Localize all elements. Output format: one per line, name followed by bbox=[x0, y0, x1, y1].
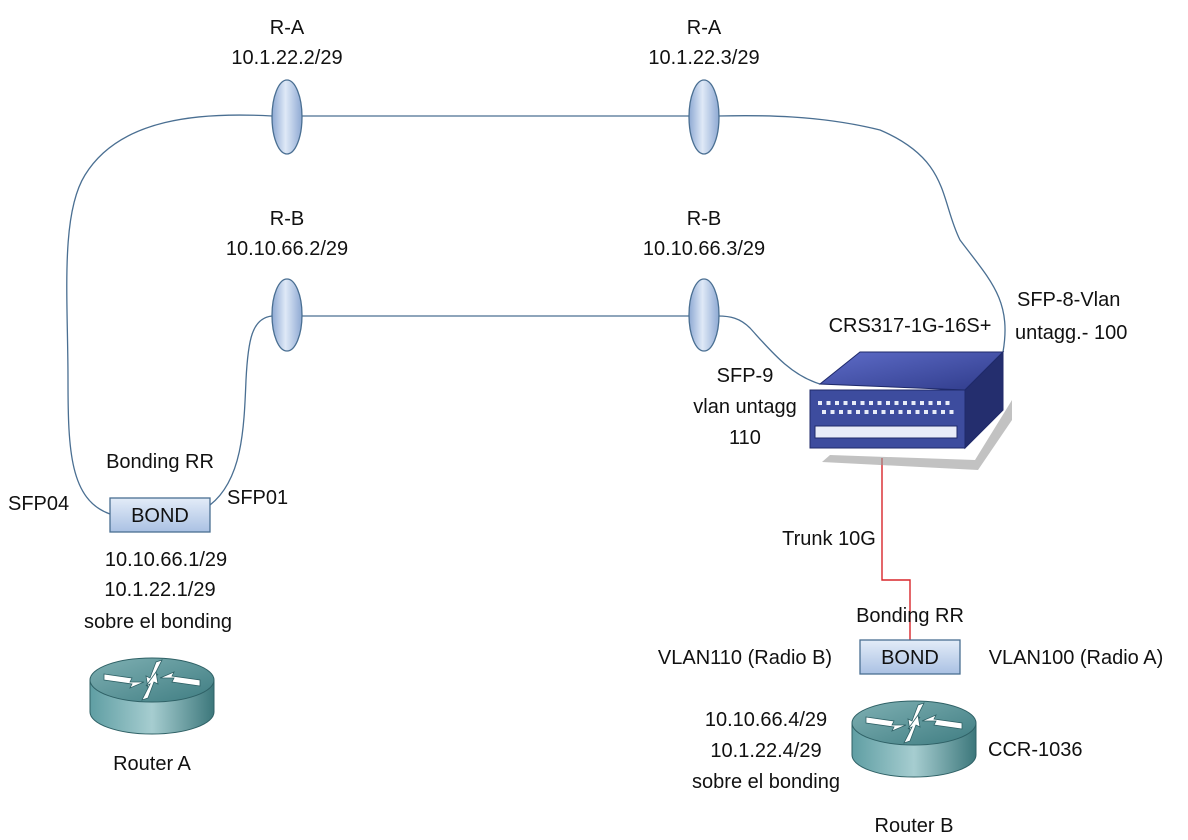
trunk-link bbox=[881, 458, 911, 640]
switch-port-led bbox=[898, 410, 903, 414]
switch-port-led bbox=[881, 410, 886, 414]
radio-ra-left-ip: 10.1.22.2/29 bbox=[231, 47, 342, 69]
switch-port-led bbox=[843, 401, 848, 405]
router-b-model: CCR-1036 bbox=[988, 739, 1082, 761]
link-ra-to-switch bbox=[717, 114, 1006, 353]
switch-port-led bbox=[907, 410, 911, 414]
router-b-ip-2: 10.1.22.4/29 bbox=[710, 740, 821, 762]
router-b-icon[interactable] bbox=[851, 700, 977, 778]
radio-rb-right-name: R-B bbox=[687, 208, 721, 230]
router-a-bond-box[interactable] bbox=[109, 497, 211, 533]
router-b-vlan-110: VLAN110 (Radio B) bbox=[658, 647, 832, 669]
switch-port-led bbox=[822, 410, 826, 414]
router-a-icon[interactable] bbox=[89, 657, 215, 735]
router-a-port-sfp04: SFP04 bbox=[8, 493, 69, 515]
router-b-vlan-100: VLAN100 (Radio A) bbox=[989, 647, 1164, 669]
router-b-bond-box[interactable] bbox=[859, 639, 961, 675]
router-a-bond-label: BOND bbox=[131, 505, 189, 527]
radio-rb-left[interactable] bbox=[271, 278, 303, 352]
switch-port-led bbox=[890, 410, 894, 414]
router-b-ip-note: sobre el bonding bbox=[692, 771, 840, 793]
switch-port-led bbox=[852, 401, 856, 405]
link-ra-to-router-a bbox=[66, 114, 273, 515]
switch-port-led bbox=[835, 401, 839, 405]
link-rb-to-router-a bbox=[209, 315, 273, 506]
link-rb-to-switch bbox=[717, 315, 821, 385]
router-b-ip-1: 10.10.66.4/29 bbox=[705, 709, 827, 731]
switch-port-led bbox=[915, 410, 920, 414]
router-b-bond-label: BOND bbox=[881, 647, 939, 669]
radio-ra-left-name: R-A bbox=[270, 17, 305, 39]
switch-port-led bbox=[839, 410, 843, 414]
switch-port-sfp8-vlan-label: untagg.- 100 bbox=[1015, 322, 1127, 344]
switch-port-led bbox=[894, 401, 899, 405]
switch-port-led bbox=[869, 401, 873, 405]
router-b-bonding-title: Bonding RR bbox=[856, 605, 964, 627]
switch-port-led bbox=[920, 401, 924, 405]
radio-rb-right-ip: 10.10.66.3/29 bbox=[643, 238, 765, 260]
radio-ra-right-name: R-A bbox=[687, 17, 722, 39]
switch-port-led bbox=[830, 410, 835, 414]
switch-port-led bbox=[911, 401, 916, 405]
router-a-bonding-title: Bonding RR bbox=[106, 451, 214, 473]
radio-rb-left-ip: 10.10.66.2/29 bbox=[226, 238, 348, 260]
router-a-ip-1: 10.10.66.1/29 bbox=[105, 549, 227, 571]
switch-port-led bbox=[826, 401, 831, 405]
radio-rb-right[interactable] bbox=[688, 278, 720, 352]
switch-port-sfp8-label: SFP-8-Vlan bbox=[1017, 289, 1120, 311]
trunk-label: Trunk 10G bbox=[782, 528, 876, 550]
switch-port-led bbox=[873, 410, 877, 414]
radio-rb-left-name: R-B bbox=[270, 208, 304, 230]
router-b-label: Router B bbox=[875, 815, 954, 837]
switch-port-sfp9-label: SFP-9 bbox=[717, 365, 774, 387]
switch-port-led bbox=[903, 401, 907, 405]
switch-port-led bbox=[924, 410, 928, 414]
switch-port-led bbox=[937, 401, 941, 405]
switch-port-led bbox=[886, 401, 890, 405]
switch-port-led bbox=[856, 410, 860, 414]
switch-port-led bbox=[860, 401, 865, 405]
router-a-label: Router A bbox=[113, 753, 191, 775]
switch-port-sfp9-vlan-label: vlan untagg bbox=[693, 396, 796, 418]
router-a-port-sfp01: SFP01 bbox=[227, 487, 288, 509]
switch-port-led bbox=[877, 401, 882, 405]
switch-port-led bbox=[847, 410, 852, 414]
switch-model-label: CRS317-1G-16S+ bbox=[829, 315, 992, 337]
switch-icon[interactable] bbox=[809, 350, 1012, 470]
switch-port-led bbox=[818, 401, 822, 405]
radio-ra-right[interactable] bbox=[688, 79, 720, 155]
radio-ra-left[interactable] bbox=[271, 79, 303, 155]
switch-port-led bbox=[945, 401, 950, 405]
switch-port-led bbox=[941, 410, 945, 414]
switch-port-led bbox=[928, 401, 933, 405]
router-a-ip-2: 10.1.22.1/29 bbox=[104, 579, 215, 601]
switch-port-led bbox=[949, 410, 954, 414]
switch-port-led bbox=[864, 410, 869, 414]
radio-ra-right-ip: 10.1.22.3/29 bbox=[648, 47, 759, 69]
switch-port-sfp9-vlan-id: 110 bbox=[729, 427, 761, 449]
router-a-ip-note: sobre el bonding bbox=[84, 611, 232, 633]
switch-port-led bbox=[932, 410, 937, 414]
